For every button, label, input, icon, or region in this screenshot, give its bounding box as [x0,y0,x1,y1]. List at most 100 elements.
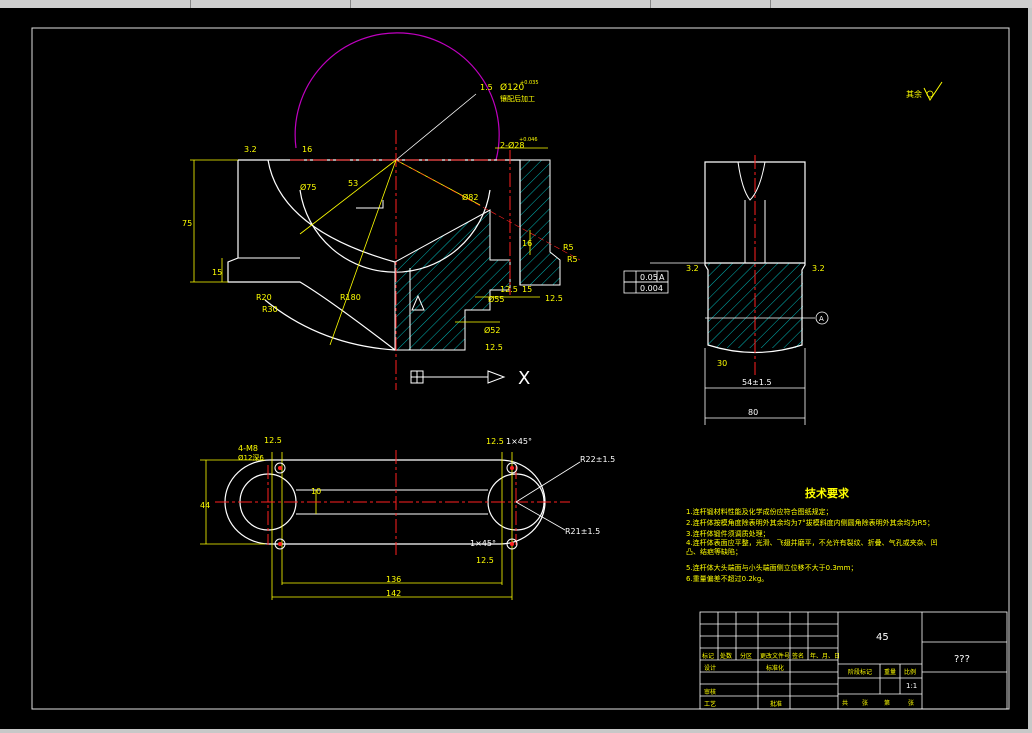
title-col-label: 标记 [702,652,714,660]
dim-h75: 75 [182,219,192,228]
tol-flatness-2: 0.004 [640,284,663,293]
rough-12-5-bottom: 12.5 [476,556,494,565]
title-weight: 重量 [884,668,896,676]
dim-d52: Ø52 [484,325,500,335]
datum-circle-icon [815,311,829,325]
rough-3-2-a: 3.2 [686,264,699,273]
title-sheet: 张 [862,699,868,707]
bolt-hole-icon [506,538,518,550]
title-process: 工艺 [704,700,716,708]
tol-flatness-ref: A [659,273,665,282]
title-col-label: 签名 [792,652,804,660]
section-hatch-right [519,159,561,286]
tol-flatness: 0.05 [640,273,658,282]
dim-hole-depth: Ø12深6 [238,453,264,462]
bolt-hole-icon [274,462,286,474]
dim-16: 16 [302,145,312,154]
dim-r75: Ø75 [300,182,316,192]
corner-roughness-label: 其余 [906,89,922,99]
dim-chamfer-2: 1×45° [470,539,496,548]
title-stage: 阶段标记 [848,668,872,676]
dim-r53: 53 [348,179,358,188]
ucs-axis-label: X [518,368,530,389]
dim-44: 44 [200,501,210,510]
dim-r30: R30 [262,305,278,314]
tech-req-item: 4.连杆体表面应平整，光滑、飞翅并磨平，不允许有裂纹、折叠、气孔或夹杂、凹凸、结… [686,539,938,556]
rough-12-5-left: 12.5 [264,436,282,445]
datum-label: A [819,315,824,323]
dim-d55: Ø55 [488,294,504,304]
title-approve: 批准 [770,700,782,708]
title-col-label: 年、月、日 [810,652,840,660]
dim-h15: 15 [212,268,222,277]
dim-54: 54±1.5 [742,378,772,387]
section-hatch-left [394,209,511,351]
dim-r21: R21±1.5 [565,527,600,536]
title-design: 设计 [704,664,716,672]
dim-chamfer-1: 1×45° [506,437,532,446]
dim-h15-b: 15 [522,285,532,294]
dim-4-m8: 4-M8 [238,444,258,453]
dim-30: 30 [717,359,727,368]
front-view: X Ø120 +0.035 镶配后加工 1.5 16 3.2 2-Ø28 +0.… [182,32,581,390]
toolbar-segment[interactable] [0,0,191,8]
dim-r1-5: 1.5 [480,83,493,92]
bolt-hole-icon [506,462,518,474]
rough-12-5-right: 12.5 [486,437,504,446]
title-check: 审核 [704,688,716,696]
tech-req-item: 2.连杆体按模角度除表明外其余均为7°拔模斜度内侧圆角除表明外其余均为R5； [686,518,934,527]
side-view: 0.05 A 0.004 3.2 3.2 30 54±1.5 80 A [623,155,829,425]
dim-rough-12-5-a: 12.5 [500,285,518,294]
dim-136: 136 [386,575,401,584]
ucs-x-arrow-icon [487,370,506,384]
section-arrow-icon [411,294,425,311]
bolt-hole-icon [274,538,286,550]
tech-req-title: 技术要求 [805,486,850,500]
dim-rough-3-2: 3.2 [244,145,257,154]
title-part-name: ??? [954,654,970,665]
title-scale: 1:1 [906,682,917,690]
window-top-bar [0,0,1032,8]
dim-r22: R22±1.5 [580,455,615,464]
dim-rough-note: 镶配后加工 [500,94,535,103]
dim-rough-12-5-c: 12.5 [485,343,503,352]
dim-tol28: +0.046 [519,137,538,143]
tech-req-item: 5.连杆体大头端面与小头端面侧立位移不大于0.3mm； [686,563,857,572]
dim-r180: R180 [340,293,361,302]
dim-r20: R20 [256,293,272,302]
dim-d82: Ø82 [462,192,478,202]
dim-142: 142 [386,589,401,598]
toolbar-segment[interactable] [350,0,651,8]
title-col-label: 更改文件号 [760,652,790,660]
dim-80: 80 [748,408,758,417]
title-col-label: 处数 [720,652,732,660]
horizontal-scrollbar[interactable] [0,729,1032,733]
dim-rough-12-5-b: 12.5 [545,294,563,303]
drawing-border [31,27,1010,710]
top-view: 4-M8 Ø12深6 12.5 12.5 1×45° R22±1.5 R21±1… [200,436,615,600]
toolbar-segment[interactable] [190,0,351,8]
vertical-scrollbar[interactable] [1028,8,1032,733]
dim-16-vertical: 16 [522,239,532,248]
dim-tol120: +0.035 [520,80,539,86]
dim-2-d28: 2-Ø28 [500,140,524,150]
tech-req-item: 3.连杆体锻件须调质处理； [686,529,770,538]
toolbar-segment[interactable] [650,0,771,8]
title-material: 45 [876,632,889,643]
title-col-label: 分区 [740,652,752,660]
roughness-symbol-icon [923,81,943,101]
title-block [699,611,1008,710]
dim-10: 10 [311,487,321,496]
tech-req-item: 6.重量偏差不超过0.2kg。 [686,574,768,583]
rough-3-2-b: 3.2 [812,264,825,273]
title-sheet: 张 [908,699,914,707]
dim-r5-a: R5 [563,243,574,252]
title-ratio: 比例 [904,668,916,676]
tech-req-item: 1.连杆锻材料性能及化学成份应符合图纸规定； [686,507,833,516]
title-sheet: 共 [842,699,848,707]
title-sheet: 第 [884,699,890,707]
dim-r5-b: R5 [567,255,578,264]
dim-d120: Ø120 [500,82,525,93]
technical-requirements: 技术要求 1.连杆锻材料性能及化学成份应符合图纸规定； 2.连杆体按模角度除表明… [686,486,938,583]
